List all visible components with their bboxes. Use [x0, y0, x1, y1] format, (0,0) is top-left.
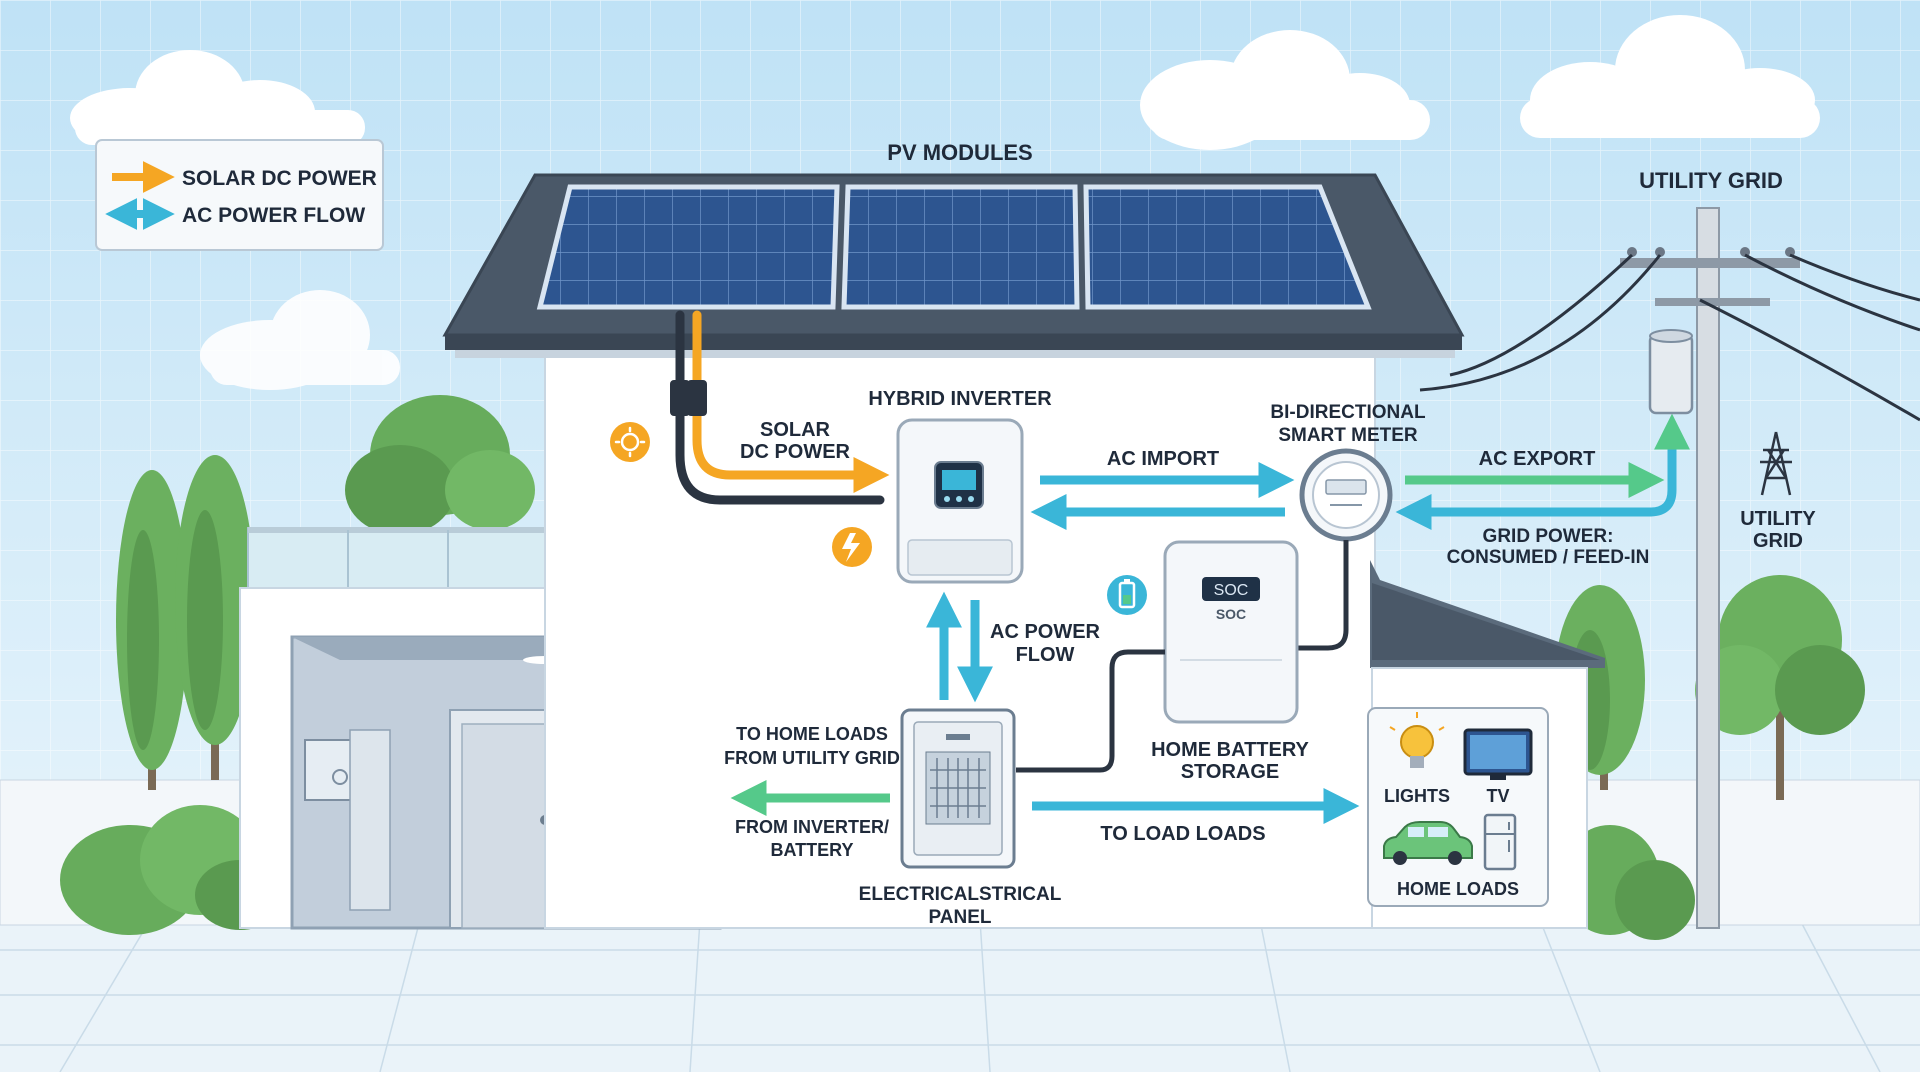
cloud-icon: [200, 290, 400, 390]
fridge-icon: [1483, 813, 1517, 871]
to-home-loads-label-line2: FROM UTILITY GRID: [724, 748, 900, 768]
pv-module: [1083, 184, 1372, 310]
mc4-connector: [687, 380, 707, 416]
cloud-icon: [1520, 15, 1820, 138]
sun-icon: [610, 422, 650, 462]
bulb-icon: [1389, 712, 1445, 768]
hybrid-inverter-label: HYBRID INVERTER: [868, 388, 1052, 410]
car-icon: [1383, 821, 1473, 865]
electrical-panel[interactable]: [900, 708, 1016, 869]
power-lines: [1419, 253, 1920, 422]
utility-grid-label-line2: GRID: [1753, 530, 1803, 552]
hybrid-inverter[interactable]: [896, 418, 1024, 584]
electrical-panel-label-line1: ELECTRICALSTRICAL: [859, 884, 1062, 905]
lights-label: LIGHTS: [1384, 786, 1450, 806]
ac-export-label: AC EXPORT: [1479, 448, 1596, 470]
solar-dc-label-line2: DC POWER: [740, 441, 851, 463]
ac-power-flow-label-line2: FLOW: [1016, 644, 1075, 666]
battery-cable: [1016, 649, 1165, 773]
mc4-connector: [670, 380, 690, 416]
ac-power-flow-label-line1: AC POWER: [990, 621, 1101, 643]
home-battery-label-line1: HOME BATTERY: [1151, 739, 1309, 761]
electrical-panel-label-line2: PANEL: [929, 907, 992, 928]
grid-power-label-line1: GRID POWER:: [1483, 526, 1614, 547]
battery-soc-label: SOC: [1216, 606, 1246, 622]
to-load-loads-label: TO LOAD LOADS: [1100, 823, 1265, 845]
legend-ac-label: AC POWER FLOW: [182, 204, 365, 227]
cloud-icon: [1140, 30, 1430, 150]
tv-icon: [1463, 728, 1533, 780]
home-loads-box: [1367, 707, 1549, 907]
home-loads-label: HOME LOADS: [1397, 879, 1519, 899]
utility-grid-top-label: UTILITY GRID: [1639, 168, 1783, 193]
from-inverter-label-line2: BATTERY: [771, 840, 854, 860]
grid-power-label-line2: CONSUMED / FEED-IN: [1447, 547, 1650, 568]
battery-icon: [1107, 575, 1147, 615]
to-home-loads-label-line1: TO HOME LOADS: [736, 724, 888, 744]
bush-icon: [345, 395, 535, 535]
smart-meter[interactable]: [1299, 448, 1393, 542]
legend: SOLAR DC POWER AC POWER FLOW: [95, 139, 384, 251]
tree-icon: [116, 470, 188, 790]
meter-cable: [1290, 540, 1349, 651]
pv-modules-label: PV MODULES: [887, 140, 1032, 165]
pv-module: [536, 184, 840, 310]
from-inverter-label-line1: FROM INVERTER/: [735, 817, 889, 837]
home-battery-label-line2: STORAGE: [1181, 761, 1280, 783]
balcony-glass: [247, 527, 549, 589]
solar-dc-label-line1: SOLAR: [760, 419, 831, 441]
cloud-icon: [70, 50, 365, 148]
lightning-icon: [832, 527, 872, 567]
pv-module: [841, 184, 1080, 310]
utility-grid-label-line1: UTILITY: [1740, 508, 1816, 530]
pv-module-array: [536, 184, 1372, 310]
tv-label: TV: [1486, 786, 1509, 806]
utility-pole: [1620, 207, 1800, 929]
pole-transformer: [1648, 333, 1694, 415]
dc-cable: [670, 310, 890, 505]
legend-dc-label: SOLAR DC POWER: [182, 167, 377, 190]
smart-meter-label-line2: SMART METER: [1278, 425, 1418, 446]
pavement-lines: [0, 919, 1920, 1072]
home-battery[interactable]: SOC SOC: [1163, 540, 1299, 724]
grid-feed-arrow: [1395, 435, 1677, 530]
smart-meter-label-line1: BI-DIRECTIONAL: [1270, 402, 1426, 423]
battery-soc-display: SOC: [1214, 582, 1249, 599]
transmission-tower-icon: [1760, 431, 1792, 496]
tree-icon: [175, 455, 255, 780]
ground: [0, 920, 1920, 1072]
ac-import-label: AC IMPORT: [1107, 448, 1219, 470]
